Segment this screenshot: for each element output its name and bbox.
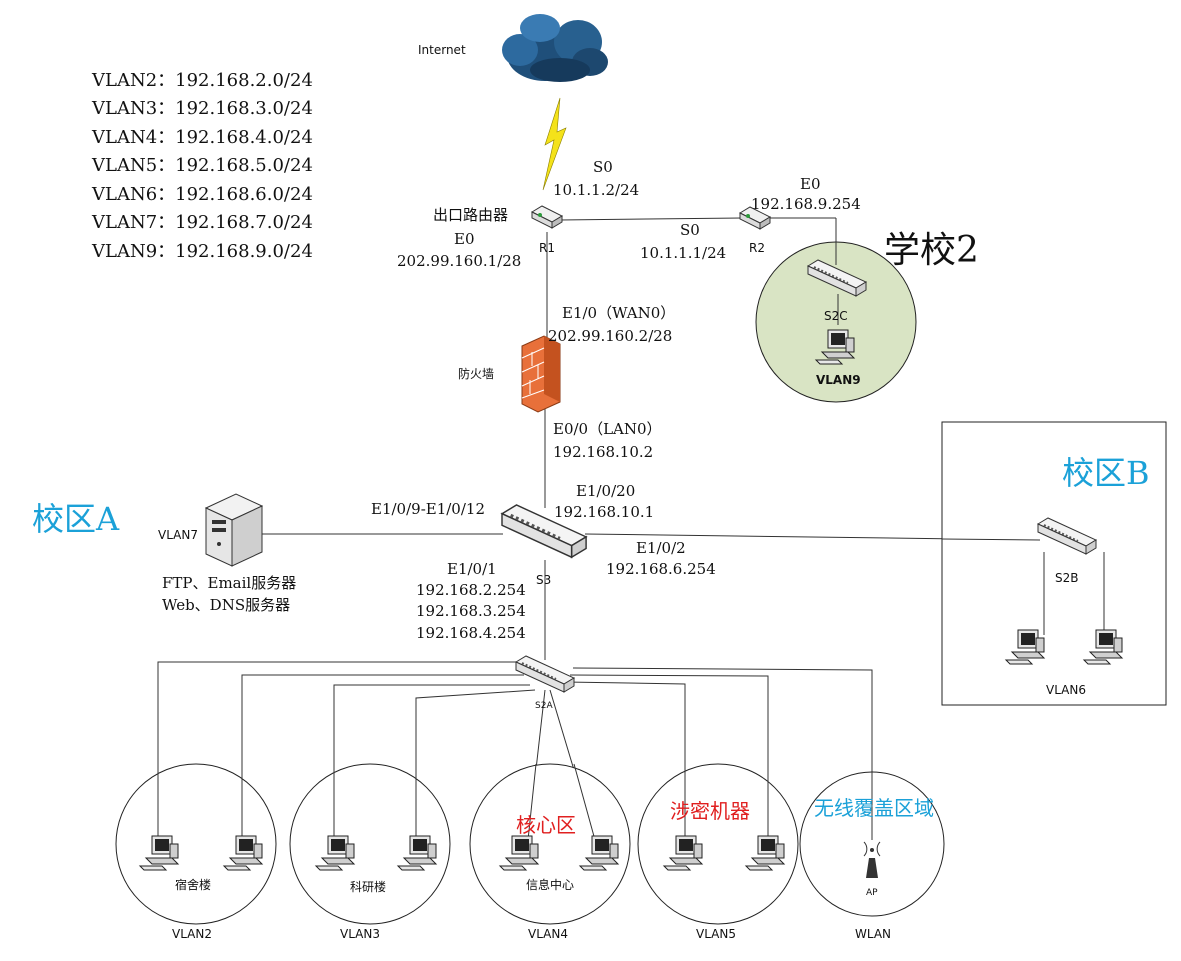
vlan6-label: VLAN6	[1046, 683, 1086, 697]
zone-label: 宿舍楼	[175, 877, 211, 892]
vlan-list-item: VLAN4：192.168.4.0/24	[91, 127, 313, 148]
s2a-switch-icon	[515, 655, 575, 693]
servers-line1: FTP、Email服务器	[162, 574, 296, 592]
s3-down-ip: 192.168.4.254	[416, 624, 526, 642]
zone-vlan: VLAN5	[696, 927, 736, 941]
server-icon	[204, 493, 264, 567]
r1-router-icon	[531, 205, 563, 229]
servers-vlan: VLAN7	[158, 528, 198, 542]
school2-title: 学校2	[884, 230, 979, 271]
zone-title-wireless: 无线覆盖区域	[814, 796, 934, 820]
zone-title-secret: 涉密机器	[670, 799, 750, 823]
vlan-list: VLAN2：192.168.2.0/24 VLAN3：192.168.3.0/2…	[91, 70, 313, 262]
s2c-name: S2C	[824, 309, 848, 323]
internet-label: Internet	[418, 43, 466, 57]
firewall-icon	[521, 335, 561, 413]
r2-name: R2	[749, 241, 765, 255]
firewall-lan-ip: 192.168.10.2	[553, 443, 653, 461]
s3-name: S3	[536, 573, 551, 587]
r1-s0-ip: 10.1.1.2/24	[553, 181, 639, 199]
s3-server-ports: E1/0/9-E1/0/12	[371, 500, 485, 518]
r1-title: 出口路由器	[433, 206, 508, 224]
zone-vlan: VLAN4	[528, 927, 568, 941]
s3-down-port: E1/0/1	[447, 560, 497, 578]
r1-e0-port: E0	[454, 230, 475, 248]
s3-down-ip: 192.168.3.254	[416, 602, 526, 620]
firewall-lan-port: E0/0（LAN0）	[553, 420, 662, 438]
s3-up-ip: 192.168.10.1	[554, 503, 654, 521]
zone-title-core: 核心区	[516, 813, 576, 837]
s3-up-port: E1/0/20	[576, 482, 635, 500]
zone-circle-vlan5	[637, 763, 799, 925]
s2a-name: S2A	[535, 701, 553, 711]
vlan-list-item: VLAN7：192.168.7.0/24	[91, 212, 313, 233]
firewall-wan-ip: 202.99.160.2/28	[548, 327, 672, 345]
r2-e0-ip: 192.168.9.254	[751, 195, 861, 213]
r2-e0-port: E0	[800, 175, 821, 193]
s3-b-port: E1/0/2	[636, 539, 686, 557]
zone-label: 科研楼	[350, 879, 386, 894]
lightning-icon	[542, 97, 567, 191]
r1-e0-ip: 202.99.160.1/28	[397, 252, 521, 270]
zone-vlan: WLAN	[855, 927, 891, 941]
vlan-list-item: VLAN6：192.168.6.0/24	[91, 184, 313, 205]
s3-down-ip: 192.168.2.254	[416, 581, 526, 599]
zone-vlan: VLAN2	[172, 927, 212, 941]
r2-s0-port: S0	[680, 221, 700, 239]
zone-vlan: VLAN3	[340, 927, 380, 941]
vlan-list-item: VLAN3：192.168.3.0/24	[91, 98, 313, 119]
campus-b-box	[941, 421, 1167, 706]
r2-s0-ip: 10.1.1.1/24	[640, 244, 726, 262]
r1-s0-port: S0	[593, 158, 613, 176]
firewall-name: 防火墙	[458, 366, 494, 381]
zone-circle-vlan3	[289, 763, 451, 925]
vlan-list-item: VLAN9：192.168.9.0/24	[91, 241, 313, 262]
zone-circle-vlan4	[469, 763, 631, 925]
vlan-list-item: VLAN2：192.168.2.0/24	[91, 70, 313, 91]
s3-b-ip: 192.168.6.254	[606, 560, 716, 578]
firewall-wan-port: E1/0（WAN0）	[562, 304, 675, 322]
campus-b-title: 校区B	[1062, 454, 1150, 492]
r1-name: R1	[539, 241, 555, 255]
zone-label: 信息中心	[526, 877, 574, 892]
ap-icon	[863, 841, 881, 878]
campus-a-title: 校区A	[32, 500, 120, 538]
zone-circle-vlan2	[115, 763, 277, 925]
zone-label: AP	[866, 888, 878, 898]
servers-line2: Web、DNS服务器	[162, 596, 290, 614]
vlan9-label: VLAN9	[816, 373, 861, 387]
s2b-name: S2B	[1055, 571, 1078, 585]
internet-cloud-icon	[502, 14, 608, 82]
vlan-list-item: VLAN5：192.168.5.0/24	[91, 155, 313, 176]
